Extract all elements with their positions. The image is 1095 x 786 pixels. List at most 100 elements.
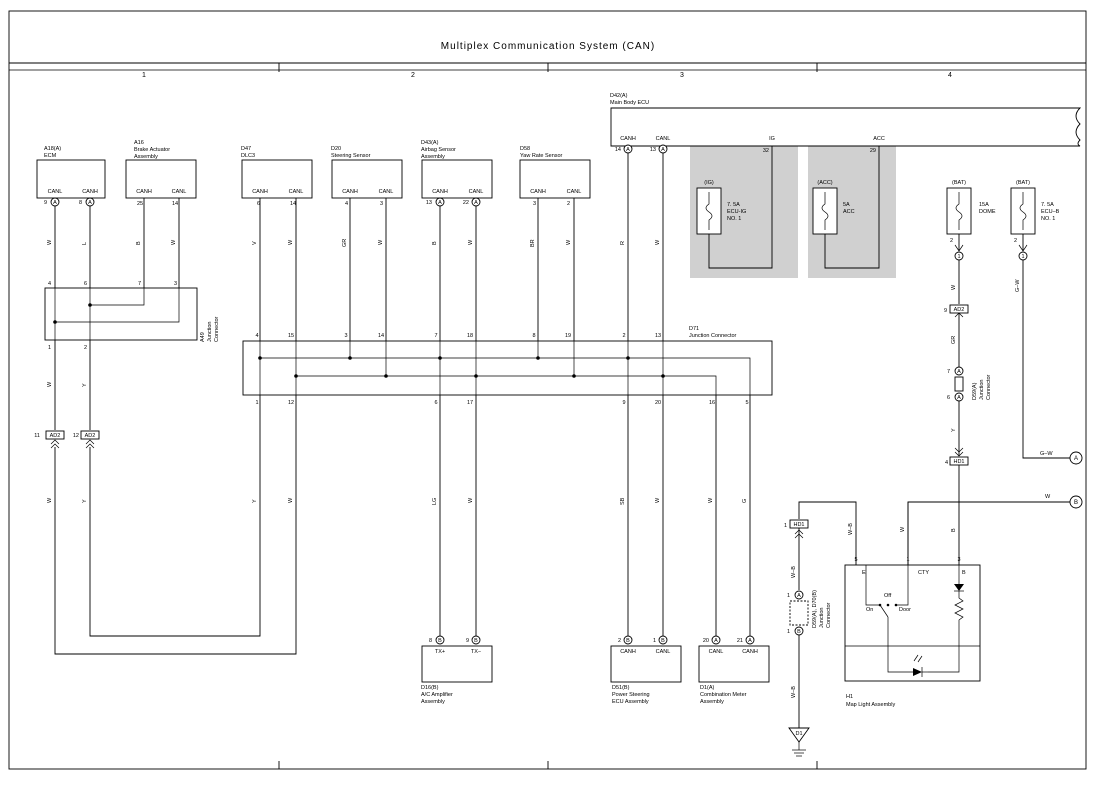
svg-text:A: A xyxy=(88,200,92,206)
svg-text:SB: SB xyxy=(620,497,626,505)
svg-text:DLC3: DLC3 xyxy=(241,153,255,159)
svg-text:A: A xyxy=(661,147,665,153)
svg-text:D59(A), D70(B): D59(A), D70(B) xyxy=(812,590,818,628)
ac-amplifier-d16: 8 9 B B TX+ TX− D16(B) A/C Amplifier Ass… xyxy=(421,635,493,705)
svg-text:13: 13 xyxy=(655,333,661,339)
svg-text:ECM: ECM xyxy=(44,153,57,159)
svg-text:1: 1 xyxy=(787,629,790,635)
svg-text:3: 3 xyxy=(380,201,383,207)
svg-text:9: 9 xyxy=(622,400,625,406)
svg-text:LG: LG xyxy=(432,498,438,505)
svg-text:3: 3 xyxy=(174,281,177,287)
svg-text:Assembly: Assembly xyxy=(421,154,445,160)
svg-text:A18(A): A18(A) xyxy=(44,146,61,152)
svg-text:A: A xyxy=(714,638,718,644)
svg-text:4: 4 xyxy=(48,281,51,287)
svg-text:9: 9 xyxy=(44,200,47,206)
svg-text:7. 5A: 7. 5A xyxy=(1041,202,1054,208)
svg-text:A: A xyxy=(1074,456,1078,462)
svg-text:D42(A): D42(A) xyxy=(610,93,628,99)
yaw-rate-sensor-d58: D58 Yaw Rate Sensor CANH CANL 3 2 xyxy=(519,146,591,207)
svg-text:CANL: CANL xyxy=(469,189,484,195)
svg-text:W–B: W–B xyxy=(848,523,854,535)
svg-text:CANH: CANH xyxy=(342,189,358,195)
svg-text:W: W xyxy=(171,239,177,245)
svg-text:D20: D20 xyxy=(331,146,341,152)
svg-text:CANL: CANL xyxy=(48,189,63,195)
offpage-connector-a: A xyxy=(1069,451,1083,465)
svg-text:21: 21 xyxy=(737,638,743,644)
wire-color-labels: W L B W V W GR W B W BR W R W W Y W Y Y … xyxy=(47,239,1053,698)
svg-text:2: 2 xyxy=(1014,238,1017,244)
svg-text:1: 1 xyxy=(653,638,656,644)
svg-text:Junction: Junction xyxy=(207,322,213,343)
svg-text:CANH: CANH xyxy=(252,189,268,195)
svg-text:(ACC): (ACC) xyxy=(817,180,832,186)
svg-text:11: 11 xyxy=(34,433,40,439)
svg-text:(BAT): (BAT) xyxy=(1016,180,1030,186)
svg-text:AD2: AD2 xyxy=(50,433,61,439)
svg-text:GR: GR xyxy=(951,336,957,344)
svg-text:CANL: CANL xyxy=(172,189,187,195)
svg-text:CANH: CANH xyxy=(82,189,98,195)
svg-text:A: A xyxy=(438,200,442,206)
main-body-ecu-d42: D42(A) Main Body ECU CANH CANL IG ACC 14… xyxy=(610,93,1082,154)
column-4-label: 4 xyxy=(948,72,952,79)
svg-text:2: 2 xyxy=(567,201,570,207)
svg-text:17: 17 xyxy=(467,400,473,406)
svg-text:W: W xyxy=(655,239,661,245)
svg-text:16: 16 xyxy=(709,400,715,406)
connector-ad2-pin11: 11 AD2 xyxy=(34,430,65,449)
offpage-connector-b: B xyxy=(1069,495,1083,509)
svg-text:CANL: CANL xyxy=(709,649,724,655)
svg-text:4: 4 xyxy=(945,460,948,466)
svg-text:AD2: AD2 xyxy=(85,433,96,439)
fuse-ecu-b: (BAT) 7. 5A ECU–B NO. 1 2 1 xyxy=(1010,180,1060,261)
ground-chain: 1 HD1 1 A 1 B D59(A), D70(B) Junction Co… xyxy=(784,519,832,757)
svg-text:A: A xyxy=(957,369,961,375)
svg-text:Off: Off xyxy=(884,593,892,599)
svg-text:D71: D71 xyxy=(689,326,699,332)
svg-text:8: 8 xyxy=(429,638,432,644)
ecm-a18: A18(A) ECM CANL CANH 9 8 A A xyxy=(36,146,106,207)
svg-text:ECU-IG: ECU-IG xyxy=(727,209,746,215)
svg-text:CANL: CANL xyxy=(379,189,394,195)
svg-text:Connector: Connector xyxy=(986,374,992,400)
svg-text:On: On xyxy=(866,607,873,613)
junction-connector-d71: D71 Junction Connector 4 15 3 14 7 18 8 … xyxy=(242,326,773,406)
connector-ad2-pin12: 12 AD2 xyxy=(73,430,100,449)
svg-text:B: B xyxy=(626,638,630,644)
svg-text:A: A xyxy=(474,200,478,206)
svg-text:HD1: HD1 xyxy=(793,522,804,528)
svg-text:15: 15 xyxy=(288,333,294,339)
svg-text:14: 14 xyxy=(290,201,296,207)
svg-text:6: 6 xyxy=(434,400,437,406)
svg-text:ECU Assembly: ECU Assembly xyxy=(612,699,649,705)
svg-text:9: 9 xyxy=(944,308,947,314)
svg-text:CANL: CANL xyxy=(289,189,304,195)
svg-text:L: L xyxy=(82,242,88,245)
svg-text:14: 14 xyxy=(378,333,384,339)
svg-text:CANH: CANH xyxy=(742,649,758,655)
svg-text:V: V xyxy=(252,241,258,245)
svg-text:6: 6 xyxy=(257,201,260,207)
svg-text:CANH: CANH xyxy=(136,189,152,195)
svg-text:14: 14 xyxy=(172,201,178,207)
svg-text:3: 3 xyxy=(533,201,536,207)
svg-text:Junction: Junction xyxy=(819,608,825,629)
svg-text:E: E xyxy=(862,570,866,576)
svg-text:6: 6 xyxy=(84,281,87,287)
svg-text:Junction: Junction xyxy=(979,380,985,401)
svg-text:W: W xyxy=(566,239,572,245)
svg-text:B: B xyxy=(661,638,665,644)
svg-text:Assembly: Assembly xyxy=(700,699,724,705)
svg-text:Junction Connector: Junction Connector xyxy=(689,333,737,339)
svg-text:Connector: Connector xyxy=(826,602,832,628)
svg-text:D47: D47 xyxy=(241,146,251,152)
svg-text:8: 8 xyxy=(79,200,82,206)
svg-text:W–B: W–B xyxy=(791,686,797,698)
svg-text:Brake Actuator: Brake Actuator xyxy=(134,147,170,153)
svg-text:1: 1 xyxy=(1021,254,1024,260)
can-wires xyxy=(53,153,751,655)
svg-text:R: R xyxy=(620,241,626,245)
